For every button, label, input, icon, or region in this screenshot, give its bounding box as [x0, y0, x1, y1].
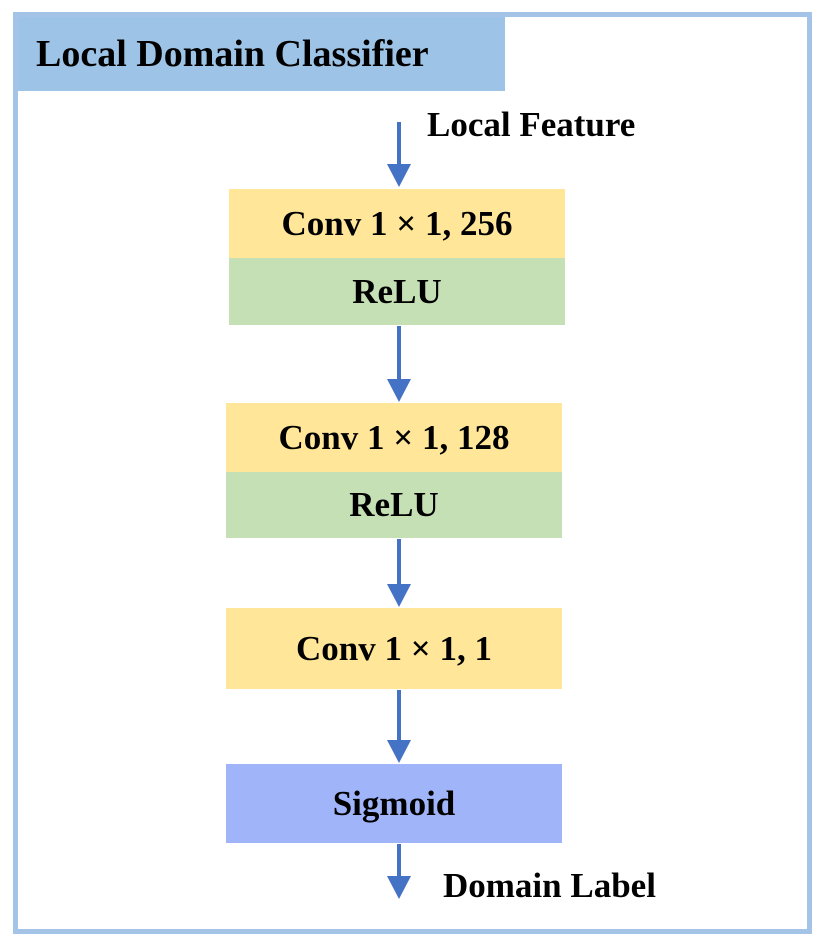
arrow-input	[387, 122, 411, 187]
diagram-frame	[13, 12, 812, 934]
diagram-title: Local Domain Classifier	[18, 17, 505, 91]
conv-block-128: Conv 1 × 1, 128	[226, 403, 562, 472]
output-label: Domain Label	[443, 866, 656, 905]
sigmoid-block: Sigmoid	[226, 764, 562, 843]
input-label: Local Feature	[427, 105, 636, 144]
relu-block-1: ReLU	[229, 258, 565, 325]
conv-block-256: Conv 1 × 1, 256	[229, 189, 565, 258]
arrow-3-4	[387, 690, 411, 763]
relu-block-2: ReLU	[226, 472, 562, 538]
arrow-2-3	[387, 539, 411, 607]
conv-block-1: Conv 1 × 1, 1	[226, 608, 562, 689]
arrow-output	[387, 844, 411, 899]
arrow-1-2	[387, 326, 411, 402]
